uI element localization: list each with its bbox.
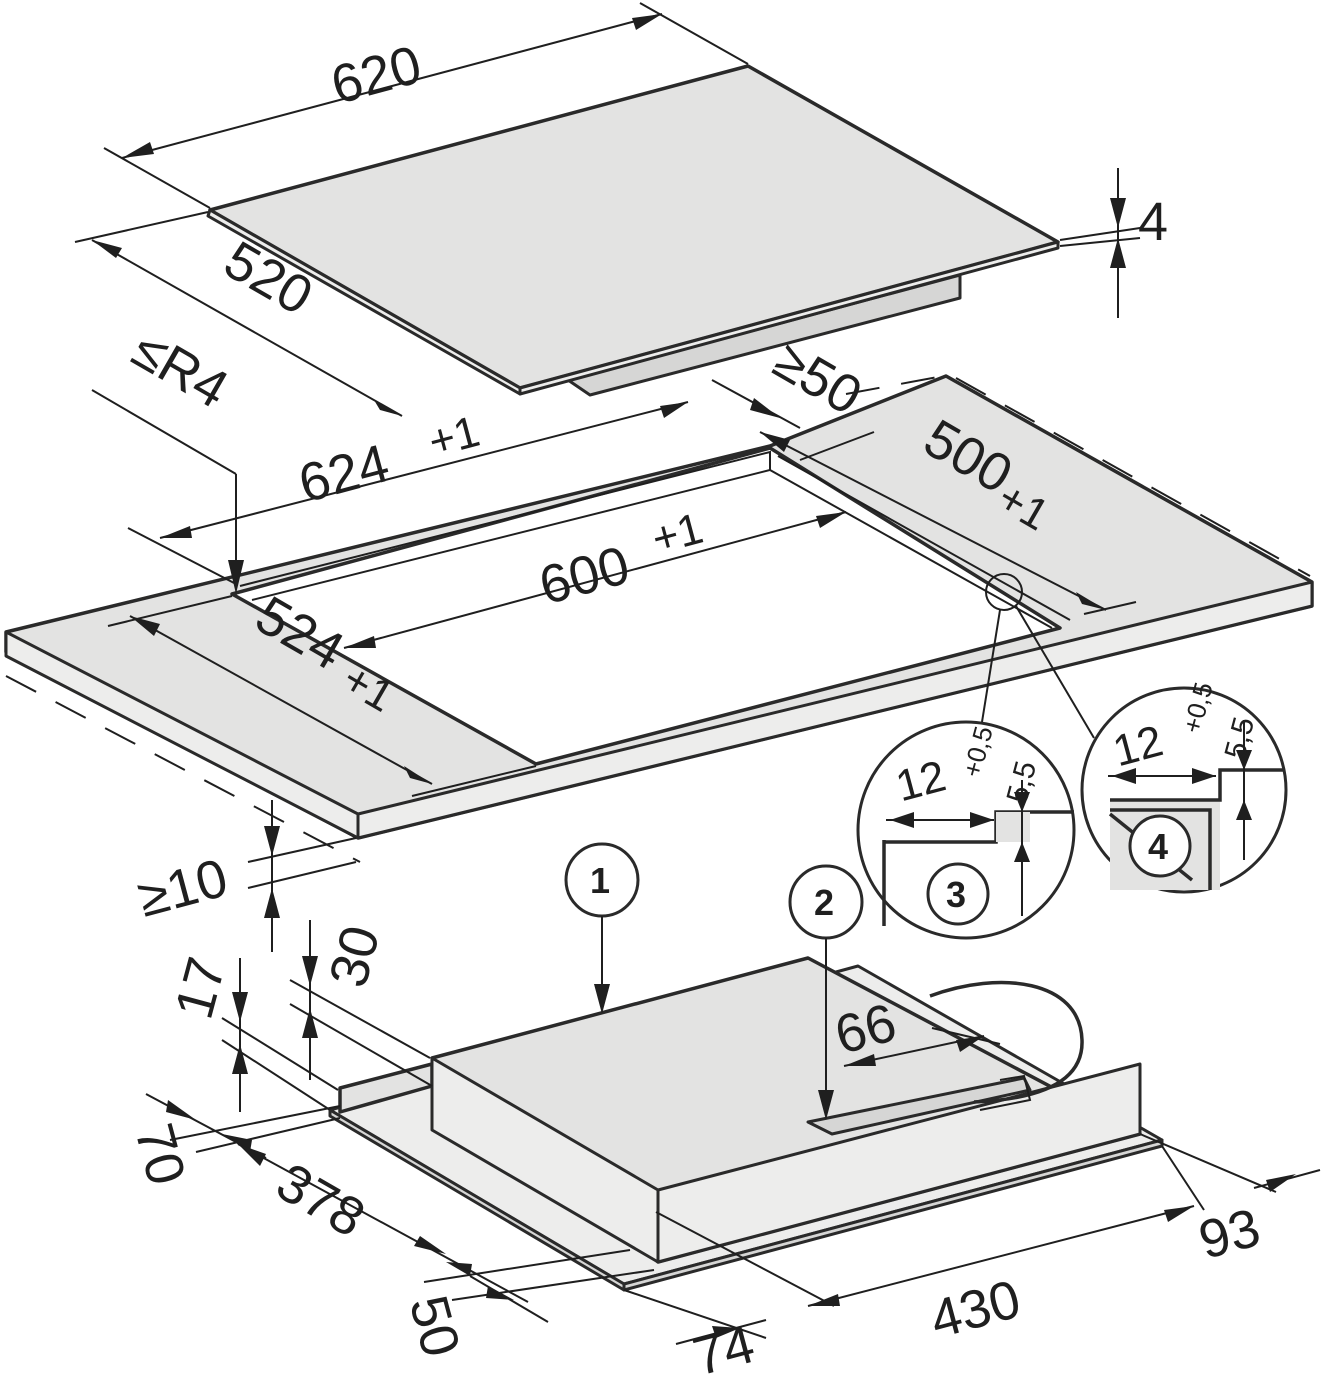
dimension-70: 70 [123,1093,341,1192]
dimension-min-10: ≥10 [132,800,357,952]
dim-70-label: 70 [123,1118,197,1192]
dimension-r4: ≤R4 [91,319,244,594]
callout-2: 2 [814,882,834,923]
dimension-74: 74 [623,1289,767,1387]
dim-30-label: 30 [318,920,392,994]
dim-r4-label: ≤R4 [123,319,238,420]
dimension-50: 50 [398,1249,655,1363]
callout-1-group: 1 [564,842,640,1014]
dim-4-label: 4 [1138,192,1168,252]
detail-marker [985,573,1023,611]
dim-17-label: 17 [164,951,238,1025]
dim-378-label: 378 [267,1152,375,1249]
dim-430-label: 430 [924,1269,1027,1350]
hob-glass-panel [206,64,1060,397]
hob-underside [328,956,1164,1292]
dimension-4: 4 [1059,168,1168,318]
dim-624-label: 624 [293,433,396,514]
dimension-66: 66 [829,992,1001,1067]
dimension-93: 93 [1139,1133,1321,1271]
detail-3: 12 +0,5 5,5 3 [856,720,1076,940]
callout-1: 1 [590,860,610,901]
detail-4: 12 +0,5 5,5 4 [1080,679,1288,894]
worktop [4,373,1314,863]
dimension-30: 30 [289,920,433,1087]
callout-3: 3 [946,874,966,915]
callout-4: 4 [1148,826,1168,867]
dim-624-tol: +1 [424,407,485,467]
dim-50-label: 50 [398,1289,472,1363]
callout-2-group: 2 [788,864,864,1120]
dimension-600: 600 +1 [343,504,847,649]
dim-min-10-label: ≥10 [132,848,234,929]
dim-620-label: 620 [325,35,428,116]
